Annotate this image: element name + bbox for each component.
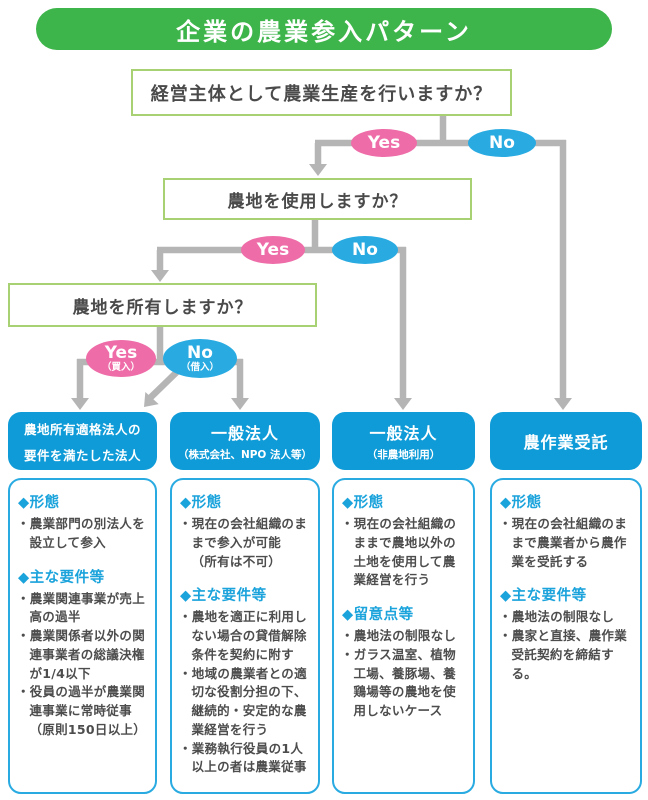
section-heading: ◆留意点等: [342, 607, 414, 623]
no-label: No: [489, 132, 515, 153]
result-details: ◆形態・現在の会社組織のままで参入が可能 （所有は不可） ◆主な要件等・農地を適正…: [170, 478, 320, 794]
result-header: 一般法人 （非農地利用）: [332, 412, 475, 470]
bullet-item: ・現在の会社組織のままで参入が可能 （所有は不可）: [179, 516, 308, 569]
no-label: No: [352, 239, 378, 260]
yes-badge-q3-purchase: Yes （買入）: [86, 340, 156, 377]
bullet-item: ・地域の農業者との適切な役割分担の下、継続的・安定的な農業経営を行う: [179, 665, 307, 737]
page-title: 企業の農業参入パターン: [36, 8, 612, 50]
bullet-item: ・農地法の制限なし: [341, 628, 457, 643]
bullet-item: ・現在の会社組織のままで農地以外の土地を使用して農業経営を行う: [341, 516, 457, 588]
bullet-item: ・農業関連事業が売上高の過半: [17, 590, 146, 625]
result-header: 一般法人 （株式会社、NPO 法人等）: [170, 412, 320, 470]
purchase-sublabel: （買入）: [101, 361, 140, 373]
lease-sublabel: （借入）: [180, 361, 219, 373]
yes-badge-q1: Yes: [351, 129, 417, 157]
result-column-general-corporation-lease: 一般法人 （株式会社、NPO 法人等） ◆形態・現在の会社組織のままで参入が可能…: [170, 412, 320, 794]
section-heading: ◆主な要件等: [18, 569, 105, 586]
section-heading: ◆形態: [18, 495, 60, 511]
bullet-item: ・農業部門の別法人を設立して参入: [17, 516, 146, 550]
no-label: No: [187, 342, 213, 363]
no-badge-q1: No: [468, 129, 536, 157]
bullet-item: ・農地を適正に利用しない場合の貸借解除条件を契約に附す: [179, 609, 308, 662]
no-badge-q2: No: [332, 236, 398, 264]
yes-label: Yes: [104, 342, 138, 363]
section-heading: ◆主な要件等: [180, 588, 267, 605]
question-text: 経営主体として農業生産を行いますか？: [150, 83, 493, 105]
page-title-text: 企業の農業参入パターン: [176, 17, 472, 46]
result-column-general-corporation-nonfarmland: 一般法人 （非農地利用） ◆形態・現在の会社組織のままで農地以外の土地を使用して…: [332, 412, 475, 794]
result-header-line1: 農作業受託: [523, 433, 609, 452]
result-header-line2: 要件を満たした法人: [23, 447, 141, 463]
result-column-qualified-corporation: 農地所有適格法人の 要件を満たした法人 ◆形態・農業部門の別法人を設立して参入◆…: [8, 412, 157, 794]
result-details: ◆形態・現在の会社組織のままで農地以外の土地を使用して農業経営を行う ◆留意点等・…: [332, 478, 475, 794]
question-box-farm-production: 経営主体として農業生産を行いますか？: [131, 69, 512, 116]
yes-badge-q2: Yes: [241, 236, 305, 264]
bullet-item: ・役員の過半が農業関連事業に常時従事（原則150日以上）: [17, 684, 147, 737]
bullet-item: ・農地法の制限なし: [499, 609, 615, 625]
no-badge-q3-lease: No （借入）: [163, 339, 237, 378]
bullet-item: ・ガラス温室、植物工場、養豚場、養鶏場等の農地を使用しないケース: [341, 646, 456, 718]
result-column-contract-farming: 農作業受託 ◆形態・現在の会社組織のままで農業者から農作業を受託する ◆主な要件等…: [490, 412, 642, 794]
section-heading: ◆主な要件等: [500, 588, 587, 605]
section-heading: ◆形態: [342, 495, 384, 511]
result-header-line2: （株式会社、NPO 法人等）: [177, 449, 313, 461]
result-details: ◆形態・現在の会社組織のままで農業者から農作業を受託する ◆主な要件等・農地法の制…: [490, 478, 642, 794]
question-text: 農地を所有しますか？: [72, 297, 253, 318]
result-header-line1: 一般法人: [369, 424, 438, 443]
bullet-item: ・現在の会社組織のままで農業者から農作業を受託する: [499, 516, 628, 569]
yes-label: Yes: [367, 132, 401, 153]
result-header: 農作業受託: [490, 412, 642, 470]
result-details: ◆形態・農業部門の別法人を設立して参入◆主な要件等・農業関連事業が売上高の過半・…: [8, 478, 157, 794]
section-heading: ◆形態: [180, 495, 222, 511]
yes-label: Yes: [256, 239, 290, 260]
question-box-use-farmland: 農地を使用しますか？: [163, 178, 472, 220]
result-header: 農地所有適格法人の 要件を満たした法人: [8, 412, 157, 470]
section-heading: ◆形態: [500, 495, 542, 511]
question-text: 農地を使用しますか？: [227, 191, 408, 212]
bullet-item: ・業務執行役員の1人以上の者は農業従事: [179, 740, 307, 775]
result-header-line2: （非農地利用）: [366, 449, 441, 461]
bullet-item: ・農業関係者以外の関連事業者の総議決権が1/4以下: [17, 628, 146, 681]
bullet-item: ・農家と直接、農作業受託契約を締結する。: [499, 628, 628, 681]
result-header-line1: 一般法人: [210, 424, 279, 443]
question-box-own-farmland: 農地を所有しますか？: [8, 283, 317, 327]
result-header-line1: 農地所有適格法人の: [23, 421, 141, 437]
